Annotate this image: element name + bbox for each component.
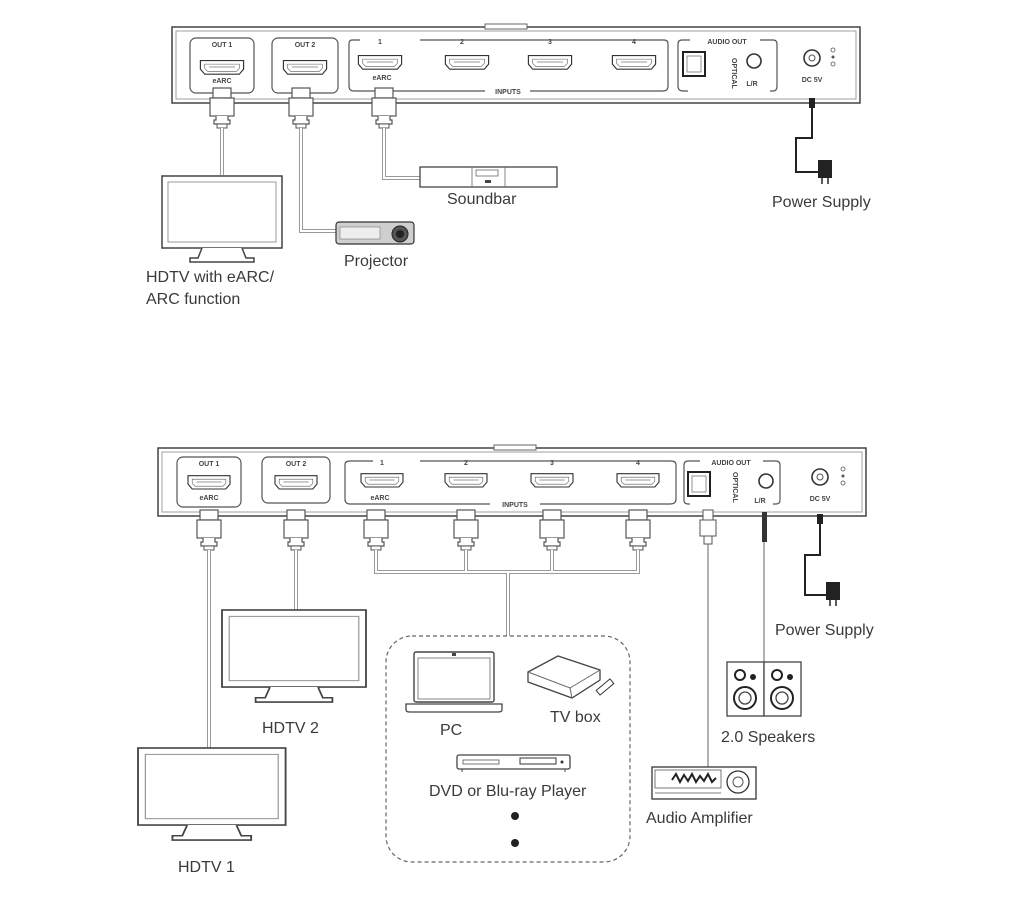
pc-label: PC xyxy=(440,722,462,739)
out2-box xyxy=(261,456,331,504)
audio-amplifier-label: Audio Amplifier xyxy=(646,810,753,827)
hdmi-port-icon xyxy=(199,59,245,75)
hdmi-port-icon xyxy=(274,475,318,490)
hdtv2-icon xyxy=(221,609,367,703)
input1-earc-label: eARC xyxy=(370,495,389,502)
hdtv1-icon xyxy=(137,747,287,841)
input4-label: 4 xyxy=(636,460,640,467)
optical-label: OPTICAL xyxy=(731,472,738,503)
hdmi-port-icon xyxy=(530,473,574,488)
out1-earc-label: eARC xyxy=(199,495,218,502)
input3-label: 3 xyxy=(548,39,552,46)
laptop-icon xyxy=(405,651,503,713)
power-supply-label: Power Supply xyxy=(772,194,871,211)
power-supply-label: Power Supply xyxy=(775,622,874,639)
lr-label: L/R xyxy=(746,81,757,88)
optical-port-icon xyxy=(687,471,711,497)
input4-label: 4 xyxy=(632,39,636,46)
audio-amplifier-icon xyxy=(651,766,757,800)
hdmi-plug-icon xyxy=(209,87,235,129)
input2-label: 2 xyxy=(460,39,464,46)
audio-out-label: AUDIO OUT xyxy=(711,460,751,467)
out2-label: OUT 2 xyxy=(286,461,307,468)
hdmi-port-icon xyxy=(527,54,573,70)
hdmi-plug-icon xyxy=(539,509,565,551)
input1-label: 1 xyxy=(380,460,384,467)
input3-label: 3 xyxy=(550,460,554,467)
out1-label: OUT 1 xyxy=(199,461,220,468)
hdtv-earc-label: HDTV with eARC/ xyxy=(146,269,275,286)
out2-label: OUT 2 xyxy=(295,42,316,49)
optical-label: OPTICAL xyxy=(730,58,737,89)
dvd-player-icon xyxy=(456,754,571,772)
hdmi-port-icon xyxy=(444,54,490,70)
out1-box xyxy=(176,456,242,508)
hdmi-port-icon xyxy=(616,473,660,488)
tv-box-icon xyxy=(527,655,615,699)
optical-plug-icon xyxy=(699,509,717,545)
top-diagram: OUT 1 eARC OUT 2 1 2 3 4 eARC INPUTS AUD… xyxy=(146,23,871,308)
hdmi-plug-icon xyxy=(625,509,651,551)
dc-label: DC 5V xyxy=(802,77,823,84)
audio-plug-icon xyxy=(762,512,767,542)
hdmi-plug-icon xyxy=(371,87,397,129)
soundbar-label: Soundbar xyxy=(447,191,517,208)
hdmi-plug-icon xyxy=(283,509,309,551)
power-cable xyxy=(804,524,830,596)
hdmi-plug-icon xyxy=(196,509,222,551)
power-adapter-icon xyxy=(818,160,832,178)
hdmi-plug-icon xyxy=(363,509,389,551)
soundbar-icon xyxy=(419,166,558,188)
lr-jack-icon xyxy=(758,473,774,489)
optical-port-icon xyxy=(682,51,706,77)
hdmi-port-icon xyxy=(187,475,231,490)
hdtv1-label: HDTV 1 xyxy=(178,859,235,876)
dvd-player-label: DVD or Blu-ray Player xyxy=(429,783,587,800)
hdmi-port-icon xyxy=(357,54,403,70)
power-cable xyxy=(795,108,820,173)
hdmi-port-icon xyxy=(360,473,404,488)
speakers-icon xyxy=(726,661,802,717)
lr-label: L/R xyxy=(754,498,765,505)
speakers-label: 2.0 Speakers xyxy=(721,729,815,746)
input2-label: 2 xyxy=(464,460,468,467)
hdtv-earc-label-line2: ARC function xyxy=(146,291,240,308)
power-adapter-icon xyxy=(826,582,840,600)
hdmi-plug-icon xyxy=(288,87,314,129)
hdmi-port-icon xyxy=(282,59,328,75)
dc-label: DC 5V xyxy=(810,496,831,503)
input1-earc-label: eARC xyxy=(372,75,391,82)
lr-jack-icon xyxy=(746,53,762,69)
inputs-group-label: INPUTS xyxy=(502,502,528,509)
hdmi-plug-icon xyxy=(453,509,479,551)
out1-earc-label: eARC xyxy=(212,78,231,85)
input1-label: 1 xyxy=(378,39,382,46)
hdmi-port-icon xyxy=(611,54,657,70)
audio-out-label: AUDIO OUT xyxy=(707,39,747,46)
tv-box-label: TV box xyxy=(550,709,601,726)
hdtv2-label: HDTV 2 xyxy=(262,720,319,737)
more-devices-dot xyxy=(511,812,519,820)
hdmi-port-icon xyxy=(444,473,488,488)
out1-label: OUT 1 xyxy=(212,42,233,49)
projector-label: Projector xyxy=(344,253,409,270)
bottom-diagram: OUT 1 eARC OUT 2 1 2 3 4 eARC INPUTS AUD… xyxy=(137,444,874,876)
more-devices-dot xyxy=(511,839,519,847)
projector-icon xyxy=(335,221,415,245)
inputs-group-label: INPUTS xyxy=(495,89,521,96)
hdtv-icon xyxy=(161,175,283,263)
source-devices-group xyxy=(385,635,631,863)
dc-jack-icon xyxy=(811,468,829,486)
dc-jack-icon xyxy=(803,49,821,67)
